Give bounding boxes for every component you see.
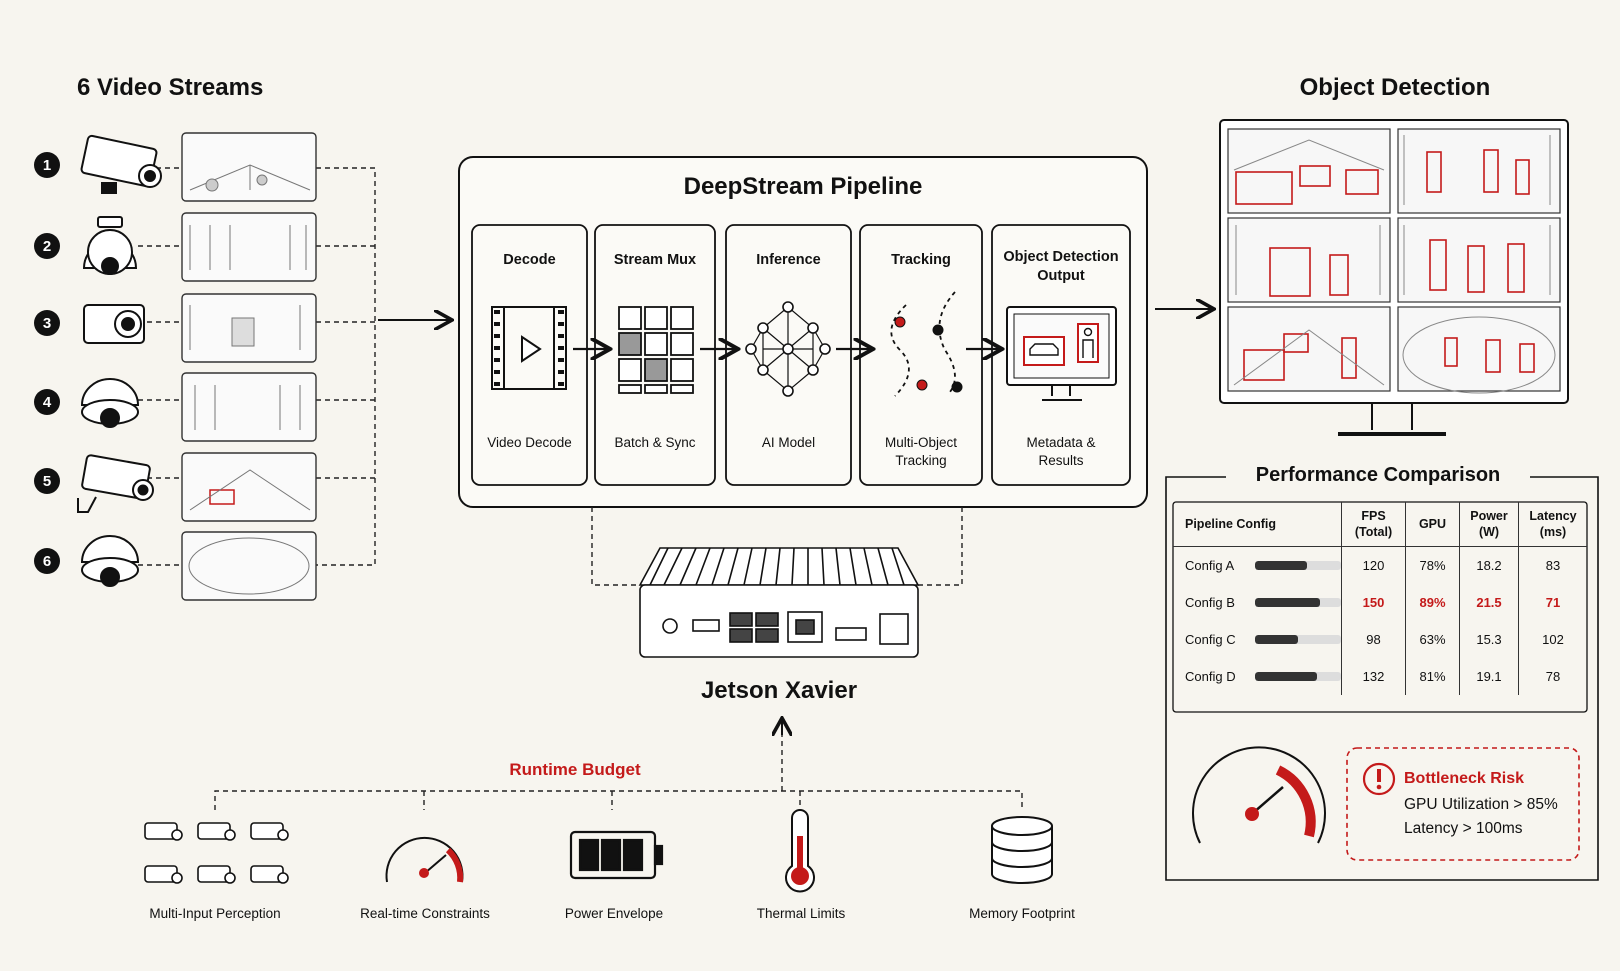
gpu-cell: 81% xyxy=(1405,658,1460,695)
database-icon xyxy=(991,816,1053,884)
monitor-detection-icon xyxy=(1006,306,1117,401)
config-bar-fill xyxy=(1255,635,1298,644)
stage-title-tracking: Tracking xyxy=(891,252,951,268)
config-bar xyxy=(1255,598,1341,607)
budget-label-memory: Memory Footprint xyxy=(969,906,1075,921)
power-cell: 19.1 xyxy=(1459,658,1519,695)
config-bar-fill xyxy=(1255,598,1320,607)
stream-number-2: 2 xyxy=(34,233,60,259)
stage-title-decode: Decode xyxy=(503,252,556,268)
budget-label-thermal: Thermal Limits xyxy=(756,906,846,921)
config-cell: Config C xyxy=(1173,621,1342,658)
budget-label-realtime: Real-time Constraints xyxy=(360,906,490,921)
config-bar xyxy=(1255,561,1341,570)
table-header-row: Pipeline Config FPS(Total) GPU Power(W) … xyxy=(1173,502,1587,547)
power-cell: 18.2 xyxy=(1459,546,1519,584)
stage-subtitle-output: Metadata & Results xyxy=(1026,435,1096,468)
stage-title-output: Object Detection Output xyxy=(1003,249,1119,284)
gauge-icon xyxy=(385,836,464,883)
config-bar xyxy=(1255,672,1341,681)
jetson-device-icon xyxy=(638,547,920,658)
camera-icons xyxy=(77,134,162,587)
budget-title: Runtime Budget xyxy=(509,760,641,779)
budget-label-power: Power Envelope xyxy=(564,906,664,921)
detection-boxes xyxy=(1235,149,1535,381)
pipeline-title: DeepStream Pipeline xyxy=(683,173,923,200)
stream-number-4: 4 xyxy=(34,389,60,415)
device-label: Jetson Xavier xyxy=(700,677,858,704)
power-cell: 21.5 xyxy=(1459,584,1519,621)
stream-connectors xyxy=(138,167,376,566)
latency-cell: 83 xyxy=(1518,546,1587,584)
risk-line-latency: Latency > 100ms xyxy=(1404,820,1523,837)
film-play-icon xyxy=(491,306,567,390)
stream-number-1: 1 xyxy=(34,152,60,178)
config-bar-fill xyxy=(1255,561,1307,570)
budget-label-multi-input: Multi-Input Perception xyxy=(149,906,281,921)
config-cell: Config D xyxy=(1173,658,1342,695)
stage-subtitle-tracking: Multi-Object Tracking xyxy=(884,435,957,468)
risk-box xyxy=(1346,747,1580,861)
config-name: Config B xyxy=(1185,595,1235,610)
performance-title: Performance Comparison xyxy=(1255,464,1501,486)
header-power: Power(W) xyxy=(1459,502,1519,547)
stage-subtitle-decode: Video Decode xyxy=(487,435,572,450)
power-cell: 15.3 xyxy=(1459,621,1519,658)
fps-cell: 120 xyxy=(1341,546,1406,584)
config-cell: Config B xyxy=(1173,584,1342,621)
latency-cell: 102 xyxy=(1518,621,1587,658)
budget-connectors xyxy=(214,730,1023,810)
latency-cell: 71 xyxy=(1518,584,1587,621)
latency-cell: 78 xyxy=(1518,658,1587,695)
stream-number-3: 3 xyxy=(34,310,60,336)
output-title: Object Detection xyxy=(1299,74,1491,101)
stream-number-6: 6 xyxy=(34,548,60,574)
stage-subtitle-mux: Batch & Sync xyxy=(614,435,696,450)
config-cell: Config A xyxy=(1173,547,1342,585)
gpu-cell: 89% xyxy=(1405,584,1460,621)
grid-mux-icon xyxy=(618,306,694,394)
stage-title-mux: Stream Mux xyxy=(613,252,697,268)
thermometer-icon xyxy=(785,809,815,893)
streams-title: 6 Video Streams xyxy=(77,74,264,101)
pipeline-device-connectors xyxy=(591,507,963,586)
stream-number-5: 5 xyxy=(34,468,60,494)
gpu-cell: 78% xyxy=(1405,546,1460,584)
fps-cell: 98 xyxy=(1341,621,1406,658)
config-name: Config A xyxy=(1185,558,1235,573)
header-fps: FPS(Total) xyxy=(1341,502,1406,547)
header-latency: Latency(ms) xyxy=(1518,502,1587,547)
config-bar-fill xyxy=(1255,672,1317,681)
config-name: Config D xyxy=(1185,669,1236,684)
stream-thumbnails xyxy=(181,132,317,601)
risk-gauge-icon xyxy=(1192,746,1326,844)
alert-icon xyxy=(1362,762,1396,796)
fps-cell: 150 xyxy=(1341,584,1406,621)
battery-icon xyxy=(569,830,664,880)
header-gpu: GPU xyxy=(1405,502,1460,547)
fps-cell: 132 xyxy=(1341,658,1406,695)
risk-title: Bottleneck Risk xyxy=(1404,770,1525,787)
performance-table: Pipeline Config FPS(Total) GPU Power(W) … xyxy=(1173,502,1587,695)
multi-camera-icon xyxy=(144,822,289,884)
config-bar xyxy=(1255,635,1341,644)
stage-subtitle-inference: AI Model xyxy=(761,435,816,450)
stage-title-inference: Inference xyxy=(756,252,821,268)
thumbnail-sketches xyxy=(188,164,311,595)
risk-line-gpu: GPU Utilization > 85% xyxy=(1404,796,1558,813)
gpu-cell: 63% xyxy=(1405,621,1460,658)
trajectory-icon xyxy=(890,291,956,397)
config-name: Config C xyxy=(1185,632,1236,647)
detection-tiles xyxy=(1227,128,1561,392)
detection-sketches xyxy=(1233,135,1556,394)
header-config: Pipeline Config xyxy=(1173,502,1342,547)
